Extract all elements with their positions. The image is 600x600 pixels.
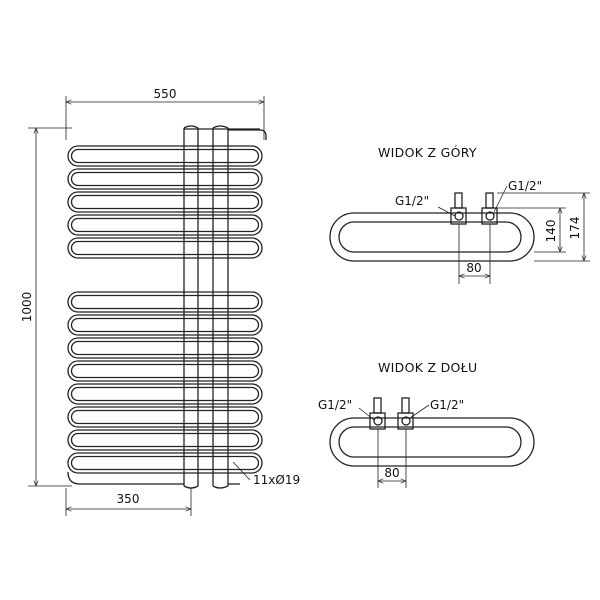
- heating-loop-inner: [70, 363, 260, 379]
- heating-loop-inner: [70, 455, 260, 471]
- heating-loop-inner: [70, 386, 260, 402]
- heating-loop: [67, 237, 263, 259]
- vertical-collectors: [183, 125, 229, 489]
- top-connector-left: [450, 192, 467, 225]
- top-connector-right: [481, 192, 498, 225]
- bottom-view-title: WIDOK Z DOŁU: [378, 360, 477, 375]
- heating-loop-inner: [70, 409, 260, 425]
- heating-loop-inner: [70, 317, 260, 333]
- heating-loop-inner: [70, 148, 260, 164]
- heating-loop: [67, 291, 263, 313]
- heating-loop: [67, 360, 263, 382]
- tube-count-callout: 11xØ19: [232, 461, 300, 487]
- bottom-connector-right: [397, 397, 414, 430]
- heating-loop-inner: [70, 240, 260, 256]
- front-view: 550 1000 350 11xØ19: [20, 87, 300, 516]
- heating-loop: [67, 337, 263, 359]
- heating-loop: [67, 429, 263, 451]
- bottom-connector-left: [369, 397, 386, 430]
- top-connector-right-label: G1/2": [508, 179, 542, 193]
- top-spacing-label: 80: [466, 261, 481, 275]
- heating-loop: [67, 191, 263, 213]
- heating-loop-inner: [70, 217, 260, 233]
- heating-loop: [67, 406, 263, 428]
- heating-loop: [67, 452, 263, 474]
- heating-loop-inner: [70, 194, 260, 210]
- heating-loop-inner: [70, 340, 260, 356]
- top-connector-left-label: G1/2": [395, 194, 429, 208]
- heating-loop-inner: [70, 432, 260, 448]
- dimension-350-label: 350: [117, 492, 140, 506]
- tube-count-label: 11xØ19: [253, 473, 300, 487]
- top-rail: [184, 128, 267, 140]
- bottom-view: WIDOK Z DOŁU G1/2" G1/2" 80: [318, 360, 535, 488]
- heating-loop: [67, 383, 263, 405]
- heating-loop-inner: [70, 171, 260, 187]
- top-view-title: WIDOK Z GÓRY: [378, 145, 477, 160]
- heating-loop: [67, 145, 263, 167]
- bottom-connector-right-label: G1/2": [430, 398, 464, 412]
- bottom-connector-left-label: G1/2": [318, 398, 352, 412]
- dimension-lower-width: 350: [65, 488, 192, 516]
- top-depth-inner-label: 140: [544, 220, 558, 243]
- heating-loop: [67, 314, 263, 336]
- dimension-total-width: 550: [65, 87, 265, 140]
- dimension-1000-label: 1000: [20, 292, 34, 323]
- heating-loops: [67, 145, 263, 474]
- top-view: WIDOK Z GÓRY G1/2" G1/2" 80 140: [329, 145, 590, 284]
- dimension-550-label: 550: [154, 87, 177, 101]
- dimension-total-height: 1000: [20, 127, 72, 487]
- heating-loop-inner: [70, 294, 260, 310]
- heating-loop: [67, 168, 263, 190]
- bottom-spacing-label: 80: [384, 466, 399, 480]
- top-depth-outer-label: 174: [568, 217, 582, 240]
- bottom-rail: [67, 471, 240, 485]
- heating-loop: [67, 214, 263, 236]
